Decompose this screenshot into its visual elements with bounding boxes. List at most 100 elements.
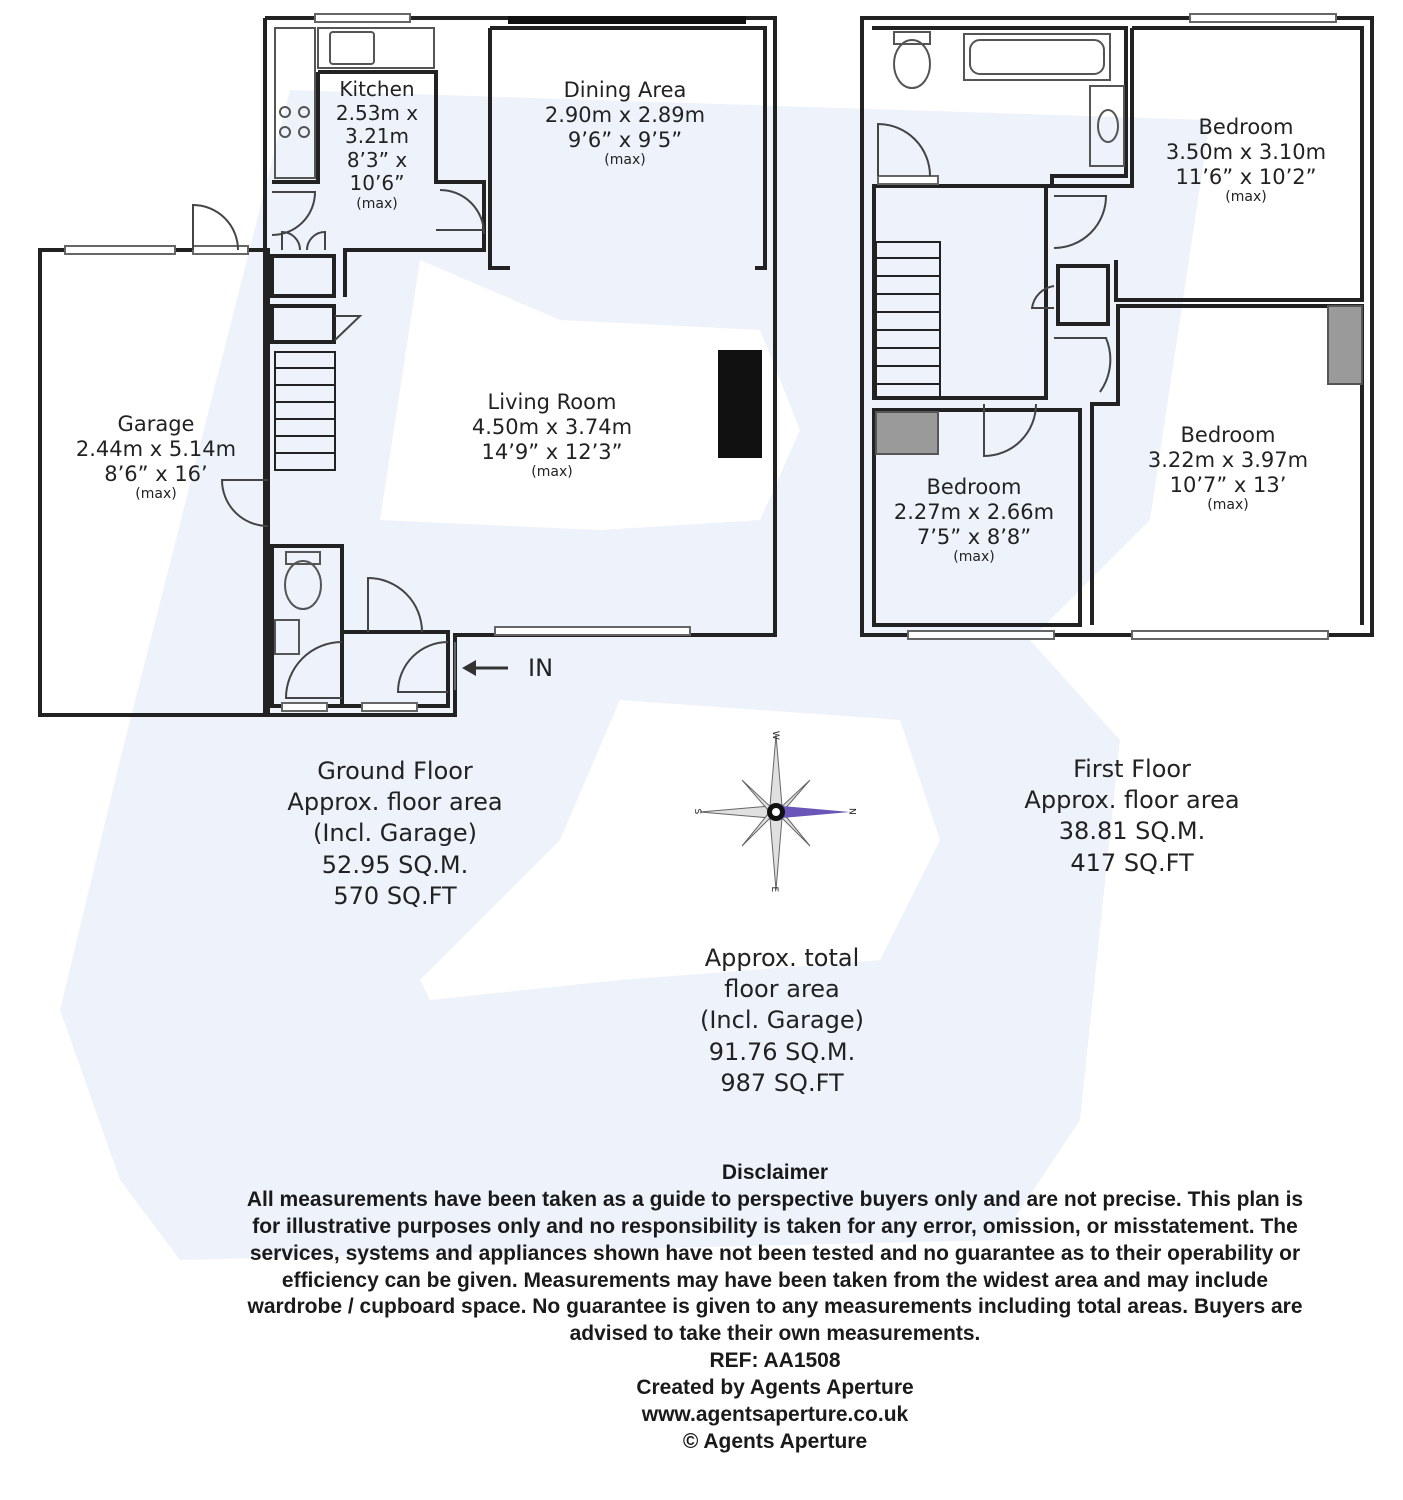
disclaimer-line: efficiency can be given. Measurements ma…	[281, 1268, 1269, 1292]
compass-needle-icon	[776, 806, 850, 818]
ground-floor-sqm: 52.95 SQ.M.	[321, 850, 469, 879]
first-floor-area-summary: First Floor Approx. floor area 38.81 SQ.…	[992, 754, 1272, 879]
first-basin-icon	[1089, 85, 1125, 167]
bedroom-1-name: Bedroom	[1198, 115, 1294, 139]
garage-imperial: 8’6” x 16’	[104, 461, 208, 486]
bedroom-2-wardrobe	[1327, 305, 1363, 385]
kitchen-label: Kitchen 2.53m x 3.21m 8’3” x 10’6” (max)	[318, 77, 436, 212]
garage-label: Garage 2.44m x 5.14m 8’6” x 16’ (max)	[52, 412, 260, 503]
first-stairs	[875, 241, 941, 399]
store-cupboard	[270, 254, 336, 298]
living-room-label: Living Room 4.50m x 3.74m 14’9” x 12’3” …	[432, 390, 672, 481]
ground-wc-fixtures	[274, 551, 322, 655]
disclaimer-line: advised to take their own measurements.	[569, 1322, 981, 1346]
ground-stairs	[274, 351, 336, 471]
total-area-title: Approx. total	[704, 944, 860, 972]
first-floor-area-label: Approx. floor area	[1024, 786, 1240, 815]
website-link[interactable]: www.agentsaperture.co.uk	[641, 1402, 909, 1426]
dining-area-imperial: 9’6” x 9’5”	[567, 127, 683, 152]
ground-floor-doors	[192, 189, 485, 699]
hob-ring-icon	[279, 106, 291, 118]
first-floor-sqm: 38.81 SQ.M.	[1058, 817, 1206, 846]
bedroom-1-walls	[1054, 26, 1364, 302]
first-floor-doors	[877, 122, 1112, 458]
kitchen-name: Kitchen	[339, 77, 415, 101]
total-area-summary: Approx. total floor area (Incl. Garage) …	[642, 943, 922, 1099]
bedroom-3-metric: 2.27m x 2.66m	[893, 499, 1055, 524]
copyright-notice: © Agents Aperture	[682, 1429, 868, 1453]
under-stairs-cupboard	[270, 304, 336, 344]
garage-metric: 2.44m x 5.14m	[75, 436, 237, 461]
bedroom-2-imperial: 10’7” x 13’	[1169, 472, 1287, 497]
ground-floor-title: Ground Floor	[317, 757, 473, 785]
kitchen-imperial-a: 8’3” x	[346, 147, 408, 172]
bedroom-1-imperial: 11’6” x 10’2”	[1175, 164, 1317, 189]
dining-area-name: Dining Area	[563, 78, 687, 102]
disclaimer-line: All measurements have been taken as a gu…	[246, 1187, 1304, 1211]
bedroom-2-metric: 3.22m x 3.97m	[1147, 447, 1309, 472]
landing-walls	[872, 184, 1048, 400]
disclaimer-line: for illustrative purposes only and no re…	[252, 1214, 1298, 1238]
compass-n-label: N	[846, 807, 857, 815]
bedroom-1-metric: 3.50m x 3.10m	[1165, 139, 1327, 164]
bedroom-3-imperial: 7’5” x 8’8”	[916, 524, 1032, 549]
total-area-label: floor area	[724, 975, 840, 1004]
first-floor-outer-wall	[860, 16, 1374, 637]
bedroom-3-name: Bedroom	[926, 475, 1022, 499]
disclaimer-line: wardrobe / cupboard space. No guarantee …	[247, 1295, 1303, 1319]
first-floor-sqft: 417 SQ.FT	[1070, 848, 1194, 877]
bedroom-1-label: Bedroom 3.50m x 3.10m 11’6” x 10’2” (max…	[1136, 115, 1356, 206]
kitchen-metric-a: 2.53m x	[335, 100, 419, 125]
dining-kitchen-divider	[488, 26, 767, 270]
bath-icon	[963, 33, 1111, 81]
living-room-metric: 4.50m x 3.74m	[471, 414, 633, 439]
disclaimer-line: services, systems and appliances shown h…	[249, 1241, 1301, 1265]
garage-name: Garage	[117, 412, 195, 436]
ground-floor-area-summary: Ground Floor Approx. floor area (Incl. G…	[255, 756, 535, 912]
bathroom-fixtures	[893, 31, 1125, 167]
entrance-arrow-icon	[462, 660, 508, 676]
kitchen-max-note: (max)	[356, 195, 398, 212]
ground-floor-windows	[64, 13, 691, 712]
living-room-name: Living Room	[487, 390, 617, 414]
toilet-icon	[284, 560, 322, 610]
bedroom-2-label: Bedroom 3.22m x 3.97m 10’7” x 13’ (max)	[1118, 423, 1338, 514]
dining-area-label: Dining Area 2.90m x 2.89m 9’6” x 9’5” (m…	[505, 78, 745, 169]
living-room-imperial: 14’9” x 12’3”	[481, 439, 623, 464]
compass-s-label: S	[692, 808, 703, 815]
disclaimer-block: Disclaimer All measurements have been ta…	[170, 1160, 1380, 1456]
entrance-label: IN	[528, 654, 554, 682]
first-floor-windows	[877, 13, 1337, 640]
fireplace	[718, 350, 762, 458]
kitchen-metric-b: 3.21m	[344, 124, 409, 149]
garage-max-note: (max)	[135, 486, 177, 503]
compass-e-label: E	[769, 886, 780, 893]
living-room-max-note: (max)	[531, 464, 573, 481]
bedroom-2-max-note: (max)	[1207, 497, 1249, 514]
bedroom-3-max-note: (max)	[953, 549, 995, 566]
total-sqm: 91.76 SQ.M.	[708, 1037, 856, 1066]
basin-icon	[274, 619, 300, 655]
watermark-logo	[60, 90, 1210, 1260]
dining-area-metric: 2.90m x 2.89m	[544, 102, 706, 127]
dining-area-max-note: (max)	[604, 152, 646, 169]
total-incl-garage: (Incl. Garage)	[699, 1006, 864, 1035]
first-floor-plan	[860, 16, 1374, 637]
reference-code: REF: AA1508	[709, 1349, 841, 1373]
airing-cupboard	[1056, 264, 1110, 326]
bedroom-3-walls	[872, 408, 1082, 627]
disclaimer-title: Disclaimer	[721, 1161, 829, 1184]
bedroom-2-name: Bedroom	[1180, 423, 1276, 447]
bedroom-1-max-note: (max)	[1225, 189, 1267, 206]
ground-floor-area-label: Approx. floor area	[287, 788, 503, 817]
compass-w-label: W	[769, 730, 780, 740]
creator-credit: Created by Agents Aperture	[636, 1376, 914, 1399]
patio-door	[508, 16, 746, 24]
first-toilet-icon	[893, 39, 931, 89]
ground-floor-outer-wall	[263, 16, 777, 717]
compass-rose-icon	[699, 734, 850, 891]
bedroom-3-label: Bedroom 2.27m x 2.66m 7’5” x 8’8” (max)	[876, 475, 1072, 566]
kitchen-walls	[272, 70, 486, 297]
ground-floor-incl-garage: (Incl. Garage)	[312, 819, 477, 848]
